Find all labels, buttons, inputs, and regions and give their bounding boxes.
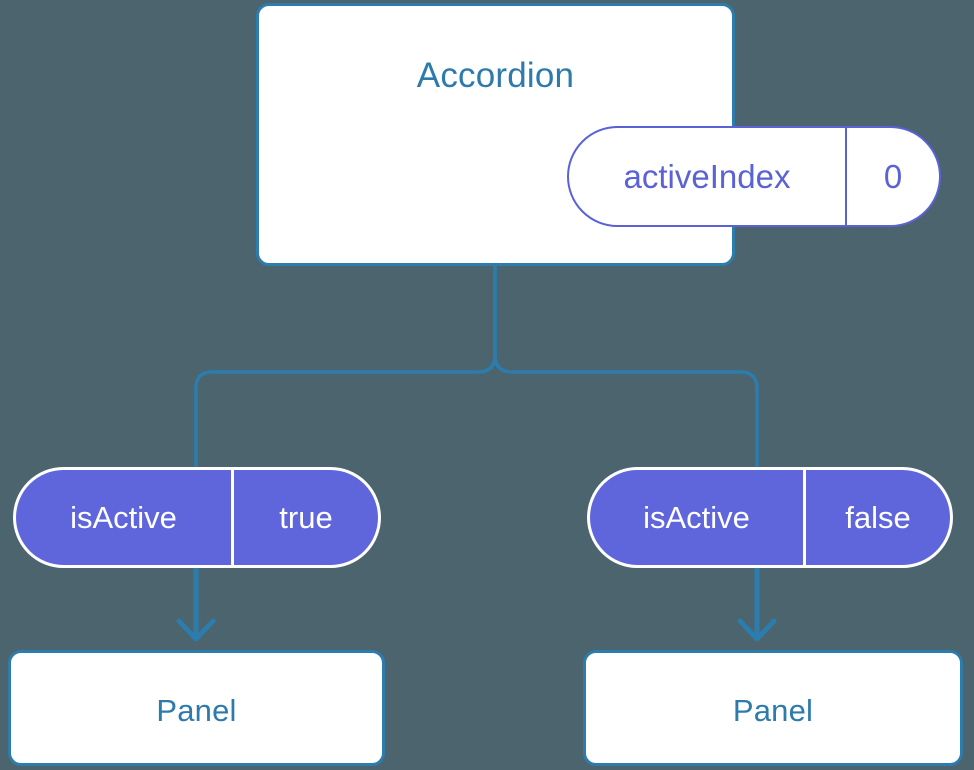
state-pill-value: 0 [883,157,903,195]
node-panel-right-title: Panel [732,693,814,728]
prop-pill-left-is-active[interactable]: isActive true [13,467,381,568]
node-accordion-title: Accordion [416,56,575,95]
node-panel-right[interactable]: Panel [583,650,963,766]
arrow-head-left-icon [176,618,216,642]
connector-root-to-right [493,264,759,472]
prop-pill-left-value: true [279,499,333,535]
prop-pill-right-is-active[interactable]: isActive false [587,467,953,568]
prop-pill-right-value: false [845,499,911,535]
state-pill-active-index[interactable]: activeIndex 0 [567,126,941,227]
arrow-head-right-icon [737,618,777,642]
prop-pill-right-key: isActive [590,470,806,565]
prop-pill-left-key: isActive [16,470,234,565]
node-accordion[interactable]: Accordion activeIndex 0 [256,3,941,266]
state-pill-key: activeIndex [569,128,847,225]
node-panel-left-title: Panel [156,693,237,728]
node-panel-left[interactable]: Panel [8,650,385,766]
connector-root-to-left [194,264,497,472]
